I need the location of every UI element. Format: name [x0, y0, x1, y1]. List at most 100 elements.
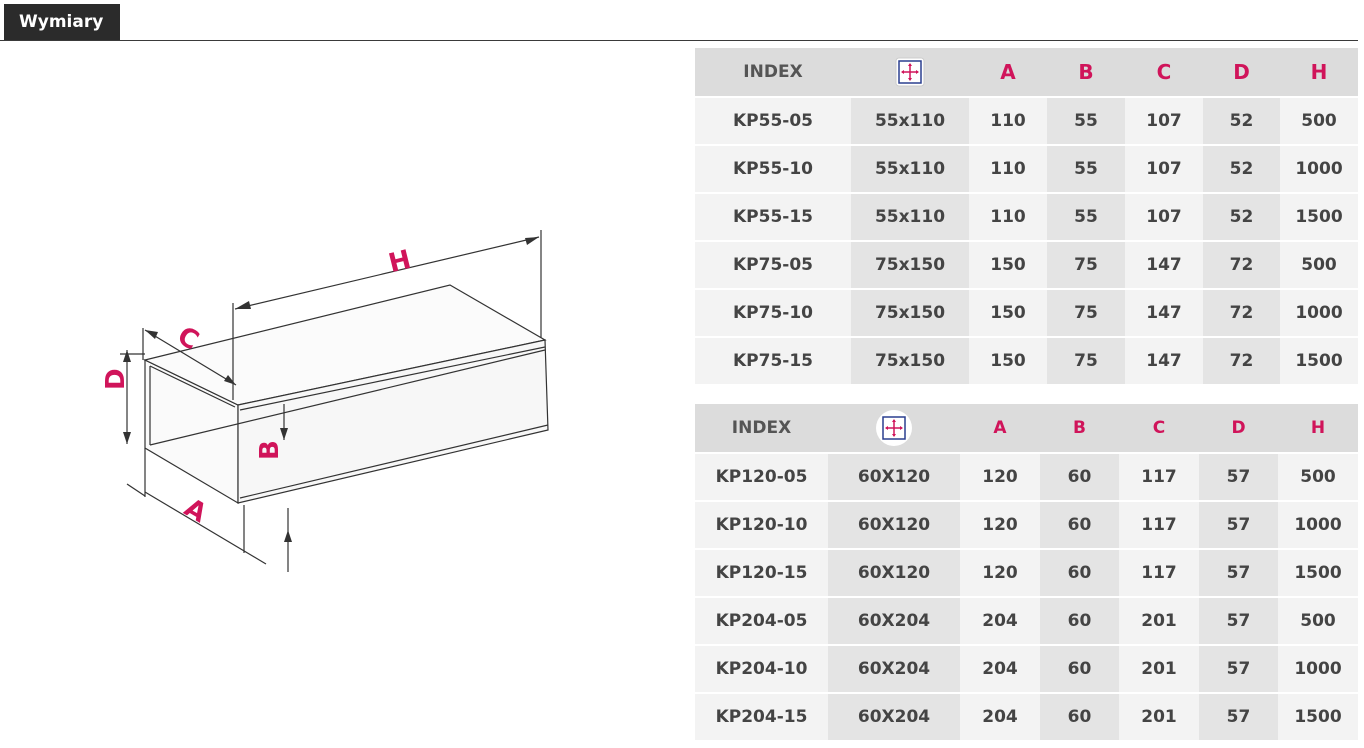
table-row: KP55-10 55x110 110 55 107 52 1000	[695, 145, 1358, 194]
cell-c: 107	[1125, 193, 1203, 242]
cell-a: 150	[969, 337, 1047, 386]
cell-a: 120	[960, 501, 1040, 550]
header-d: D	[1199, 404, 1278, 454]
cell-b: 55	[1047, 145, 1125, 194]
cell-b: 60	[1040, 693, 1119, 742]
cell-h: 1500	[1280, 337, 1358, 386]
cell-a: 204	[960, 597, 1040, 646]
cell-d: 52	[1203, 145, 1280, 194]
table-row: KP55-15 55x110 110 55 107 52 1500	[695, 193, 1358, 242]
cell-size: 60X120	[828, 549, 960, 598]
header-b: B	[1047, 48, 1125, 98]
table-row: KP75-15 75x150 150 75 147 72 1500	[695, 337, 1358, 386]
header-dimension-icon	[828, 404, 960, 454]
cell-d: 57	[1199, 645, 1278, 694]
cell-d: 57	[1199, 501, 1278, 550]
cell-h: 1000	[1280, 145, 1358, 194]
cell-h: 500	[1280, 97, 1358, 146]
cell-size: 60X120	[828, 501, 960, 550]
cell-a: 110	[969, 145, 1047, 194]
header-a: A	[969, 48, 1047, 98]
table-row: KP75-10 75x150 150 75 147 72 1000	[695, 289, 1358, 338]
cell-h: 500	[1278, 597, 1358, 646]
cell-index: KP75-15	[695, 337, 851, 386]
label-a: A	[179, 493, 211, 529]
cell-a: 204	[960, 693, 1040, 742]
label-d: D	[101, 368, 131, 390]
cell-d: 52	[1203, 193, 1280, 242]
cell-b: 60	[1040, 549, 1119, 598]
table-row: KP120-05 60X120 120 60 117 57 500	[695, 453, 1358, 502]
table-header-row: INDEX A B C D H	[695, 48, 1358, 98]
cell-c: 117	[1119, 549, 1199, 598]
cell-index: KP75-05	[695, 241, 851, 290]
cell-h: 1000	[1278, 501, 1358, 550]
cell-h: 500	[1280, 241, 1358, 290]
cell-index: KP204-05	[695, 597, 828, 646]
cell-d: 72	[1203, 289, 1280, 338]
cell-size: 75x150	[851, 241, 969, 290]
header-a: A	[960, 404, 1040, 454]
table-row: KP204-05 60X204 204 60 201 57 500	[695, 597, 1358, 646]
table-row: KP204-10 60X204 204 60 201 57 1000	[695, 645, 1358, 694]
cell-index: KP120-10	[695, 501, 828, 550]
table-row: KP204-15 60X204 204 60 201 57 1500	[695, 693, 1358, 742]
cell-c: 107	[1125, 97, 1203, 146]
cell-a: 120	[960, 453, 1040, 502]
table-row: KP120-10 60X120 120 60 117 57 1000	[695, 501, 1358, 550]
cell-index: KP75-10	[695, 289, 851, 338]
header-index: INDEX	[695, 404, 828, 454]
cell-b: 75	[1047, 289, 1125, 338]
dimension-icon	[876, 410, 912, 446]
cell-a: 150	[969, 241, 1047, 290]
cell-c: 201	[1119, 693, 1199, 742]
table-header-row: INDEX A B C D H	[695, 404, 1358, 454]
label-h: H	[386, 245, 414, 279]
table-row: KP120-15 60X120 120 60 117 57 1500	[695, 549, 1358, 598]
cell-index: KP204-10	[695, 645, 828, 694]
cell-d: 57	[1199, 597, 1278, 646]
cell-c: 117	[1119, 501, 1199, 550]
cell-b: 55	[1047, 193, 1125, 242]
tab-wymiary[interactable]: Wymiary	[4, 4, 121, 40]
cell-c: 201	[1119, 645, 1199, 694]
header-h: H	[1278, 404, 1358, 454]
cell-size: 60X204	[828, 645, 960, 694]
cell-b: 60	[1040, 453, 1119, 502]
table-row: KP55-05 55x110 110 55 107 52 500	[695, 97, 1358, 146]
cell-d: 72	[1203, 337, 1280, 386]
spec-table-kp55-kp75: INDEX A B C D H KP55-05	[695, 48, 1358, 386]
header-dimension-icon	[851, 48, 969, 98]
spec-table-kp120-kp204: INDEX A B C D H KP120-05	[695, 404, 1358, 742]
cell-size: 75x150	[851, 289, 969, 338]
cell-size: 60X120	[828, 453, 960, 502]
cell-c: 147	[1125, 337, 1203, 386]
header-c: C	[1125, 48, 1203, 98]
cell-index: KP204-15	[695, 693, 828, 742]
header-index: INDEX	[695, 48, 851, 98]
cell-index: KP120-15	[695, 549, 828, 598]
cell-h: 1000	[1278, 645, 1358, 694]
cell-index: KP55-15	[695, 193, 851, 242]
cell-b: 55	[1047, 97, 1125, 146]
cell-index: KP55-10	[695, 145, 851, 194]
cell-size: 60X204	[828, 597, 960, 646]
cell-d: 72	[1203, 241, 1280, 290]
cell-size: 60X204	[828, 693, 960, 742]
duct-dimension-diagram: H C D B A	[101, 230, 549, 572]
cell-index: KP120-05	[695, 453, 828, 502]
cell-h: 1500	[1280, 193, 1358, 242]
cell-h: 500	[1278, 453, 1358, 502]
cell-size: 75x150	[851, 337, 969, 386]
header-b: B	[1040, 404, 1119, 454]
cell-b: 60	[1040, 501, 1119, 550]
cell-c: 107	[1125, 145, 1203, 194]
cell-a: 204	[960, 645, 1040, 694]
label-b: B	[255, 440, 285, 460]
cell-c: 117	[1119, 453, 1199, 502]
cell-size: 55x110	[851, 97, 969, 146]
cell-h: 1500	[1278, 693, 1358, 742]
cell-b: 60	[1040, 645, 1119, 694]
header-d: D	[1203, 48, 1280, 98]
header-h: H	[1280, 48, 1358, 98]
